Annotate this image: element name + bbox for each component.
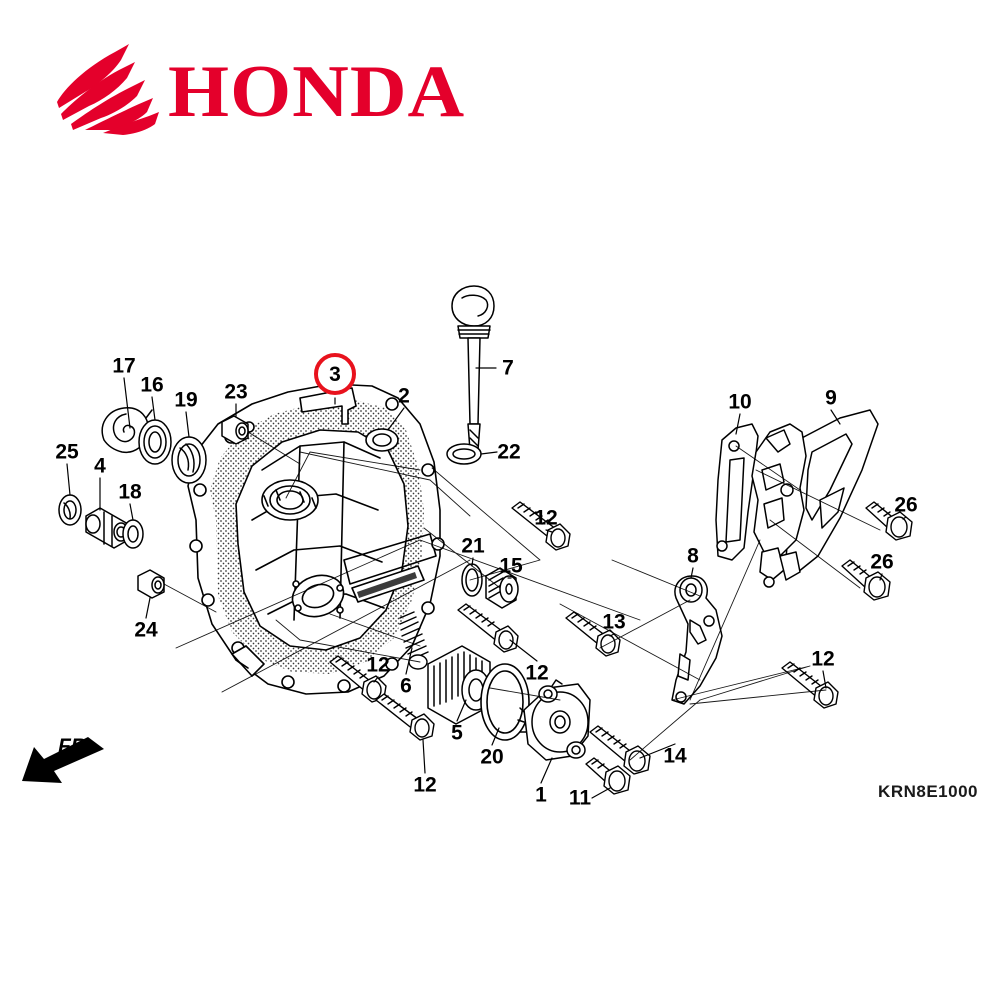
oil-pump-assembly-part [517, 679, 591, 761]
callout-18[interactable]: 18 [118, 480, 142, 504]
oil-filter-screen-part [427, 645, 491, 725]
callout-20[interactable]: 20 [480, 745, 504, 769]
callout-7[interactable]: 7 [502, 356, 514, 380]
washer-small-part [58, 494, 82, 526]
callout-14[interactable]: 14 [663, 744, 687, 768]
dowel-pin-upper-part [221, 415, 249, 445]
callout-4[interactable]: 4 [94, 454, 106, 478]
bearing-part [138, 419, 172, 465]
callout-8[interactable]: 8 [687, 544, 699, 568]
embossed-honda-text [343, 533, 437, 603]
heel-guard-plate-part [715, 423, 759, 561]
callout-12[interactable]: 12 [811, 647, 835, 671]
flange-bolt-12d [457, 603, 519, 653]
o-ring-large-part [480, 663, 530, 741]
flange-bolt-12e [375, 693, 435, 741]
callout-12[interactable]: 12 [525, 661, 549, 685]
honda-wing-icon [55, 38, 170, 136]
flange-bolt-12c [329, 655, 387, 703]
callout-1[interactable]: 1 [535, 783, 547, 807]
page-header: HONDA [0, 0, 1000, 150]
dipstick-o-ring-part [446, 443, 482, 465]
callout-24[interactable]: 24 [134, 618, 158, 642]
shaft-collar-part [85, 507, 129, 549]
projection-lines [163, 385, 881, 761]
callout-15[interactable]: 15 [499, 554, 523, 578]
o-ring-small-part [461, 563, 483, 597]
callout-10[interactable]: 10 [728, 390, 752, 414]
callout-23[interactable]: 23 [224, 380, 248, 404]
part-code-label: KRN8E1000 [878, 782, 978, 801]
oil-dipstick-part [451, 285, 495, 451]
callout-12[interactable]: 12 [413, 773, 437, 797]
callout-9[interactable]: 9 [825, 386, 837, 410]
callout-12[interactable]: 12 [534, 506, 558, 530]
flange-bolt-14 [589, 725, 651, 775]
footpeg-bolt-26a [865, 501, 913, 541]
callout-16[interactable]: 16 [140, 373, 164, 397]
front-direction-arrow-icon [18, 733, 114, 789]
flange-bolt-13 [565, 611, 621, 657]
callout-13[interactable]: 13 [602, 610, 626, 634]
callout-12[interactable]: 12 [366, 653, 390, 677]
flange-bolt-11 [585, 757, 631, 795]
footpeg-bolt-26b [841, 559, 891, 601]
callout-leader-lines [66, 367, 907, 799]
oil-seal-part [171, 436, 207, 484]
footpeg-bracket-part [751, 409, 879, 588]
callout-17[interactable]: 17 [112, 354, 136, 378]
callout-22[interactable]: 22 [497, 440, 521, 464]
washer-part [122, 519, 144, 549]
honda-wordmark: HONDA [168, 51, 466, 133]
callout-11[interactable]: 11 [568, 786, 592, 810]
flange-bolt-12a [511, 501, 571, 551]
callout-6[interactable]: 6 [400, 674, 412, 698]
callout-25[interactable]: 25 [55, 440, 79, 464]
callout-3-highlighted[interactable]: 3 [314, 353, 356, 395]
callout-26[interactable]: 26 [870, 550, 894, 574]
crankcase-cover-outline [187, 381, 445, 695]
callout-26[interactable]: 26 [894, 493, 918, 517]
callout-2[interactable]: 2 [398, 384, 410, 408]
callout-19[interactable]: 19 [174, 388, 198, 412]
callout-21[interactable]: 21 [461, 534, 485, 558]
dowel-pin-lower-part [137, 569, 165, 599]
callout-5[interactable]: 5 [451, 721, 463, 745]
front-direction-label: FR. [58, 735, 92, 758]
